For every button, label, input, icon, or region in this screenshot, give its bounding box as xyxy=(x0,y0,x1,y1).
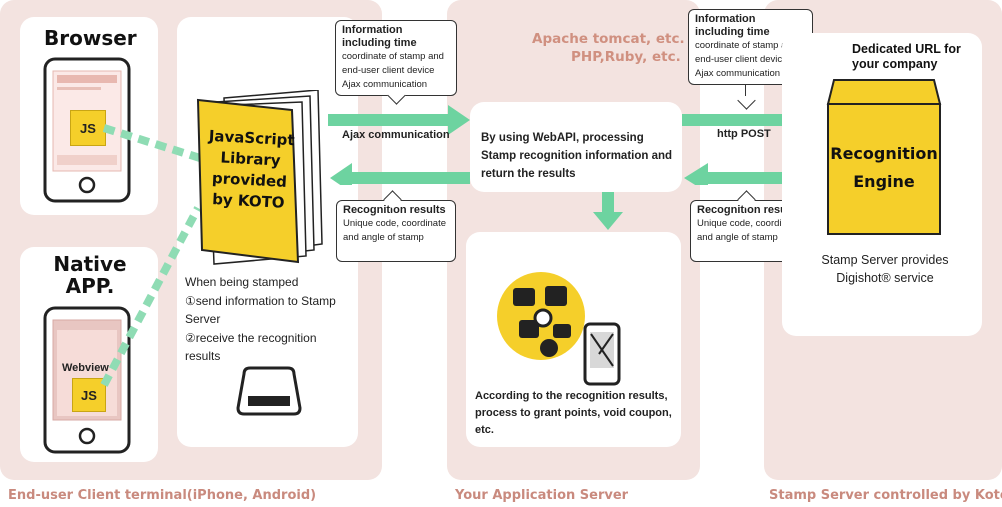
recognition-engine-box xyxy=(826,79,942,235)
callout-result-left: Recognition results Unique code, coordin… xyxy=(336,200,456,262)
http-post-label: http POST xyxy=(717,128,771,140)
browser-js-badge: JS xyxy=(70,110,106,146)
callout-info-left-line1: coordinate of stamp and xyxy=(342,51,444,63)
native-js-label: JS xyxy=(81,387,97,403)
ajax-arrow-label: Ajax communication xyxy=(342,129,450,141)
webview-label: Webview xyxy=(62,362,109,374)
recognition-engine-label: Recognition Engine xyxy=(830,144,938,191)
callout-info-right-line3: Ajax communication xyxy=(695,67,781,79)
native-js-badge: JS xyxy=(72,378,106,412)
webapi-card xyxy=(470,102,682,192)
result-text: According to the recognition results, pr… xyxy=(475,390,672,437)
stamped-description: When being stamped ①send information to … xyxy=(185,273,355,366)
callout-info-right-stem xyxy=(745,84,746,96)
dedicated-url-label: Dedicated URL for your company xyxy=(852,42,961,71)
book-icon xyxy=(196,90,323,265)
webapi-text: By using WebAPI, processing Stamp recogn… xyxy=(481,132,673,180)
stamp-server-provides-line2: Digishot® service xyxy=(836,271,934,286)
callout-info-left-line3: Ajax communication xyxy=(342,78,428,90)
stamp-server-provides: Stamp Server provides Digishot® service xyxy=(810,251,960,287)
app-zone-label: Your Application Server xyxy=(455,488,629,503)
library-title: JavaScript Library provided by KOTO xyxy=(208,126,295,212)
callout-info-right-heading: Information including time xyxy=(695,13,770,39)
callout-result-left-line2: and angle of stamp xyxy=(343,231,424,243)
callout-result-right-line1: Unique code, coordinate xyxy=(697,218,800,230)
callout-info-left-heading: Information including time xyxy=(342,24,417,50)
stamped-step-2: ②receive the recognition results xyxy=(185,330,317,364)
tech-stack-line-2: PHP,Ruby, etc. xyxy=(571,49,681,65)
browser-title: Browser xyxy=(44,26,137,50)
callout-result-right-heading: Recognition results xyxy=(697,204,800,216)
browser-js-label: JS xyxy=(80,120,96,136)
tech-stack-line-1: Apache tomcat, etc. xyxy=(532,31,685,47)
callout-result-left-line1: Unique code, coordinate xyxy=(343,218,446,230)
client-zone-label: End-user Client terminal(iPhone, Android… xyxy=(8,488,317,503)
client-app-arrows xyxy=(328,105,470,185)
callout-info-right-line2: end-user client device xyxy=(695,54,788,66)
callout-info-left: Information including time coordinate of… xyxy=(335,20,457,96)
stamped-step-1: ①send information to Stamp Server xyxy=(185,293,336,327)
stamped-heading: When being stamped xyxy=(185,275,299,289)
native-app-title: Native APP. xyxy=(50,253,130,297)
native-app-title-text: Native APP. xyxy=(53,252,127,298)
app-services-icon xyxy=(497,272,621,386)
client-dashed-links xyxy=(100,124,202,387)
stamp-server-provides-line1: Stamp Server provides xyxy=(821,253,949,267)
down-arrow xyxy=(593,192,623,230)
callout-info-left-line2: end-user client device xyxy=(342,65,435,77)
callout-result-right-line2: and angle of stamp xyxy=(697,231,778,243)
callout-info-right-line1: coordinate of stamp and xyxy=(695,40,797,52)
stamp-device-icon xyxy=(236,366,302,416)
native-phone-icon xyxy=(43,306,131,454)
stamp-zone-label: Stamp Server controlled by Koto xyxy=(769,488,1002,503)
callout-result-left-heading: Recognition results xyxy=(343,204,446,216)
